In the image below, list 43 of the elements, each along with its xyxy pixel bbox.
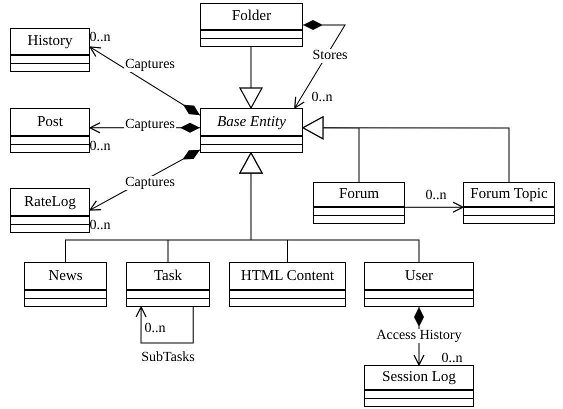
edge-label: Stores — [312, 49, 348, 63]
class-box — [10, 188, 90, 233]
multiplicity-label: 0..n — [90, 219, 110, 233]
class-box — [10, 108, 90, 153]
class-name: RateLog — [23, 192, 77, 212]
class-box — [229, 262, 346, 307]
class-name: Session Log — [381, 368, 457, 387]
class-box — [463, 182, 555, 224]
association-arrow — [135, 306, 194, 344]
multiplicity-label: 0..n — [312, 91, 332, 105]
class-name: History — [26, 32, 74, 51]
class-name: Forum — [338, 185, 380, 204]
class-name: Folder — [230, 7, 272, 26]
class-box — [10, 28, 90, 72]
class-box — [200, 108, 303, 153]
class-box — [126, 262, 210, 307]
class-box — [24, 262, 107, 307]
edge-label: Access History — [375, 329, 463, 343]
class-name: News — [47, 266, 84, 286]
class-box — [364, 365, 474, 407]
class-name: User — [404, 266, 434, 286]
edge-label: Captures — [124, 58, 176, 72]
class-name: Task — [152, 266, 184, 286]
generalization-arrow — [239, 46, 263, 109]
multiplicity-label: 0..n — [90, 140, 110, 154]
generalization-arrow — [239, 152, 420, 262]
class-box — [200, 3, 303, 47]
class-box — [313, 182, 405, 224]
edge-label: Captures — [124, 118, 176, 132]
class-name: Post — [36, 112, 64, 132]
multiplicity-label: 0..n — [90, 31, 110, 45]
multiplicity-label: 0..n — [426, 189, 446, 203]
class-name: HTML Content — [240, 266, 336, 286]
edge-label: Captures — [124, 176, 176, 190]
composition-arrow — [89, 46, 200, 116]
generalization-arrow — [302, 116, 510, 182]
class-box — [364, 262, 474, 307]
multiplicity-label: 0..n — [144, 322, 166, 336]
class-name: Base Entity — [216, 112, 287, 132]
class-name: Forum Topic — [469, 185, 549, 204]
association-arrow — [404, 202, 464, 213]
composition-arrow — [294, 20, 346, 109]
multiplicity-label: 0..n — [442, 352, 462, 366]
